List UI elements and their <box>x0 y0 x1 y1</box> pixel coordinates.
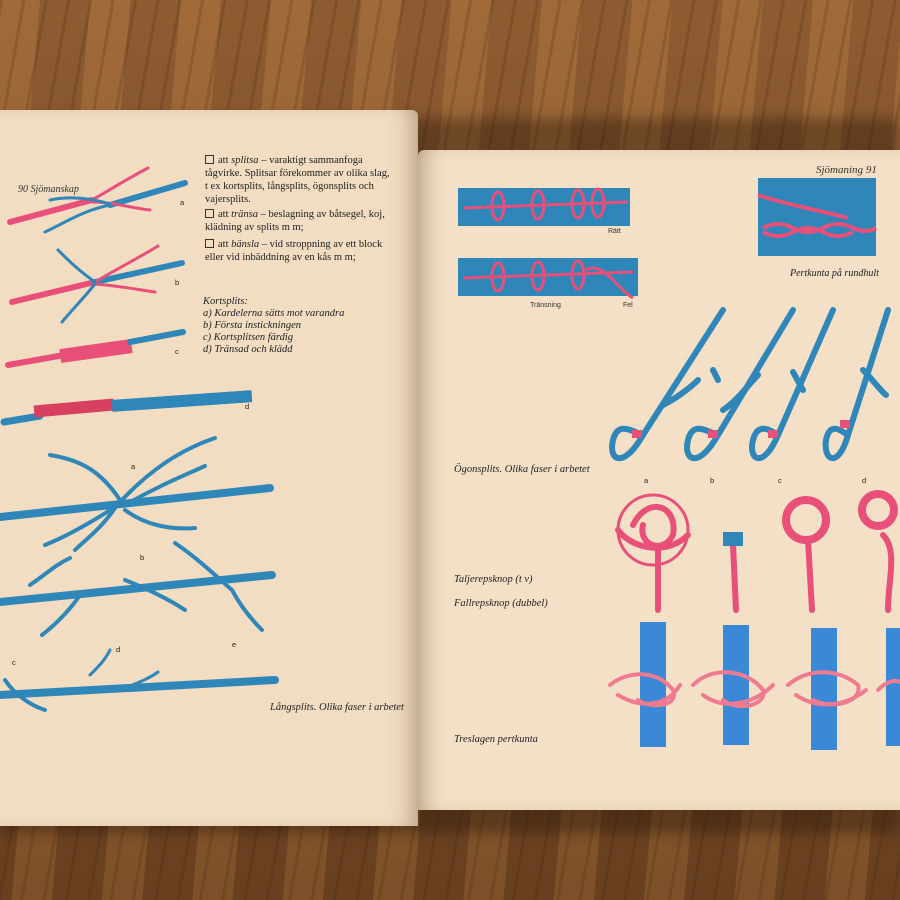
fig-letter-b: b <box>175 278 180 287</box>
right-page: Sjömaning 91 <box>418 150 900 810</box>
right-running-head: Sjömaning <box>816 164 864 176</box>
ogonsplits-letter-d: d <box>862 476 867 485</box>
langsplits-letter-e: e <box>232 640 237 649</box>
langsplits-letter-d: d <box>116 645 121 654</box>
checkbox-icon <box>205 155 214 164</box>
kortsplits-title: Kortsplits: <box>203 296 248 307</box>
label-ratt: Rätt <box>608 228 621 235</box>
treslagen-caption: Treslagen pertkunta <box>454 734 538 745</box>
left-page: 90 Sjömanskap att splitsa – varaktigt sa… <box>0 110 418 826</box>
ogonsplits-letter-a: a <box>644 476 649 485</box>
ogonsplits-letter-b: b <box>710 476 715 485</box>
ogonsplits-caption: Ögonsplits. Olika faser i arbetet <box>454 464 590 475</box>
right-page-header: Sjömaning 91 <box>816 164 877 176</box>
langsplits-letter-c: c <box>12 658 16 667</box>
kortsplits-step-d: d) Tränsad och klädd <box>203 344 293 355</box>
definition-transa: att tränsa – beslagning av båtsegel, koj… <box>205 209 385 233</box>
definition-splitsa: att splitsa – varaktigt sammanfoga tågvi… <box>205 155 390 205</box>
pertkunta-caption: Pertkunta på rundhult <box>790 268 879 279</box>
label-transning: Tränsning <box>530 302 561 309</box>
right-illustrations <box>458 178 900 750</box>
left-page-number: 90 <box>18 184 28 195</box>
left-page-header: 90 Sjömanskap <box>18 184 79 195</box>
langsplits-letter-a: a <box>131 462 136 471</box>
definition-bansla: att bänsla – vid stroppning av ett block… <box>205 239 383 263</box>
fig-letter-a: a <box>180 198 185 207</box>
right-page-number: 91 <box>865 164 877 176</box>
kortsplits-step-b: b) Första instickningen <box>203 320 301 331</box>
checkbox-icon <box>205 239 214 248</box>
langsplits-caption: Långsplits. Olika faser i arbetet <box>270 702 404 713</box>
kortsplits-step-a: a) Kardelerna sätts mot varandra <box>203 308 345 319</box>
fallrepsknop-caption: Fallrepsknop (dubbel) <box>454 598 548 609</box>
kortsplits-step-c: c) Kortsplitsen färdig <box>203 332 294 343</box>
langsplits-letter-b: b <box>140 553 145 562</box>
kortsplits-legend: Kortsplits: a) Kardelerna sätts mot vara… <box>203 296 344 356</box>
fig-letter-d: d <box>245 402 250 411</box>
fig-letter-c: c <box>175 347 179 356</box>
taljerepsknop-caption: Taljerepsknop (t v) <box>454 574 533 585</box>
ogonsplits-letter-c: c <box>778 476 782 485</box>
kortsplits-illustration <box>0 166 279 712</box>
left-running-head: Sjömanskap <box>30 184 79 195</box>
label-fel: Fel <box>623 302 633 309</box>
checkbox-icon <box>205 209 214 218</box>
